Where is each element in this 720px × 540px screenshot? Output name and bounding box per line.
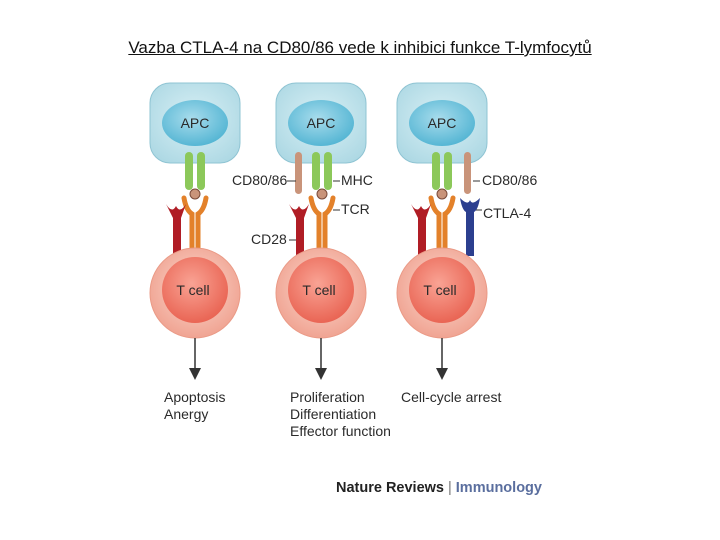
ctla4-receptor — [460, 198, 480, 256]
label-tcr: TCR — [341, 201, 370, 217]
outcome-line-2: Differentiation — [290, 406, 376, 422]
t-cell-label: T cell — [302, 282, 335, 298]
mhc-molecule — [312, 152, 332, 190]
credit-journal: Nature Reviews — [336, 480, 444, 496]
label-cd80-86-right: CD80/86 — [482, 172, 537, 188]
apc-label: APC — [181, 115, 210, 131]
outcome-line-1: Cell-cycle arrest — [401, 389, 501, 405]
label-mhc: MHC — [341, 172, 373, 188]
t-cell-label: T cell — [423, 282, 456, 298]
outcome-line-2: Anergy — [164, 406, 208, 422]
credit-separator: | — [448, 480, 452, 496]
panel-1: APC T cell Apoptosis Anergy — [149, 82, 241, 422]
panel-3: APC T cell Cell-cycle arrest CD80/86 CTL… — [396, 82, 537, 405]
cd80-86-ligand — [295, 152, 302, 194]
apc-label: APC — [428, 115, 457, 131]
t-cell-nucleus — [409, 257, 475, 323]
antigen-peptide — [189, 188, 201, 200]
label-ctla4: CTLA-4 — [483, 205, 531, 221]
tcr-receptor — [181, 195, 209, 259]
slide-title: Vazba CTLA-4 na CD80/86 vede k inhibici … — [128, 38, 592, 57]
mhc-molecule — [185, 152, 205, 190]
outcome-line-3: Effector function — [290, 423, 391, 439]
tcr-receptor — [308, 195, 336, 259]
outcome-line-1: Proliferation — [290, 389, 365, 405]
apc-nucleus — [409, 100, 475, 146]
antigen-peptide — [436, 188, 448, 200]
tcr-receptor — [428, 195, 456, 259]
label-cd28: CD28 — [251, 231, 287, 247]
label-cd80-86: CD80/86 — [232, 172, 287, 188]
antigen-peptide — [316, 188, 328, 200]
outcome-line-1: Apoptosis — [164, 389, 225, 405]
journal-credit: Nature Reviews|Immunology — [336, 480, 542, 496]
apc-nucleus — [288, 100, 354, 146]
apc-label: APC — [307, 115, 336, 131]
t-cell-label: T cell — [176, 282, 209, 298]
t-cell-nucleus — [288, 257, 354, 323]
cd28-receptor — [166, 204, 186, 256]
panel-2: APC T cell Proliferation Differentiation… — [232, 82, 391, 439]
mhc-molecule — [432, 152, 452, 190]
apc-nucleus — [162, 100, 228, 146]
credit-section: Immunology — [455, 480, 542, 496]
cd80-86-ligand — [464, 152, 471, 194]
cd28-receptor — [411, 204, 431, 256]
t-cell-nucleus — [162, 257, 228, 323]
cd28-receptor — [289, 204, 309, 256]
